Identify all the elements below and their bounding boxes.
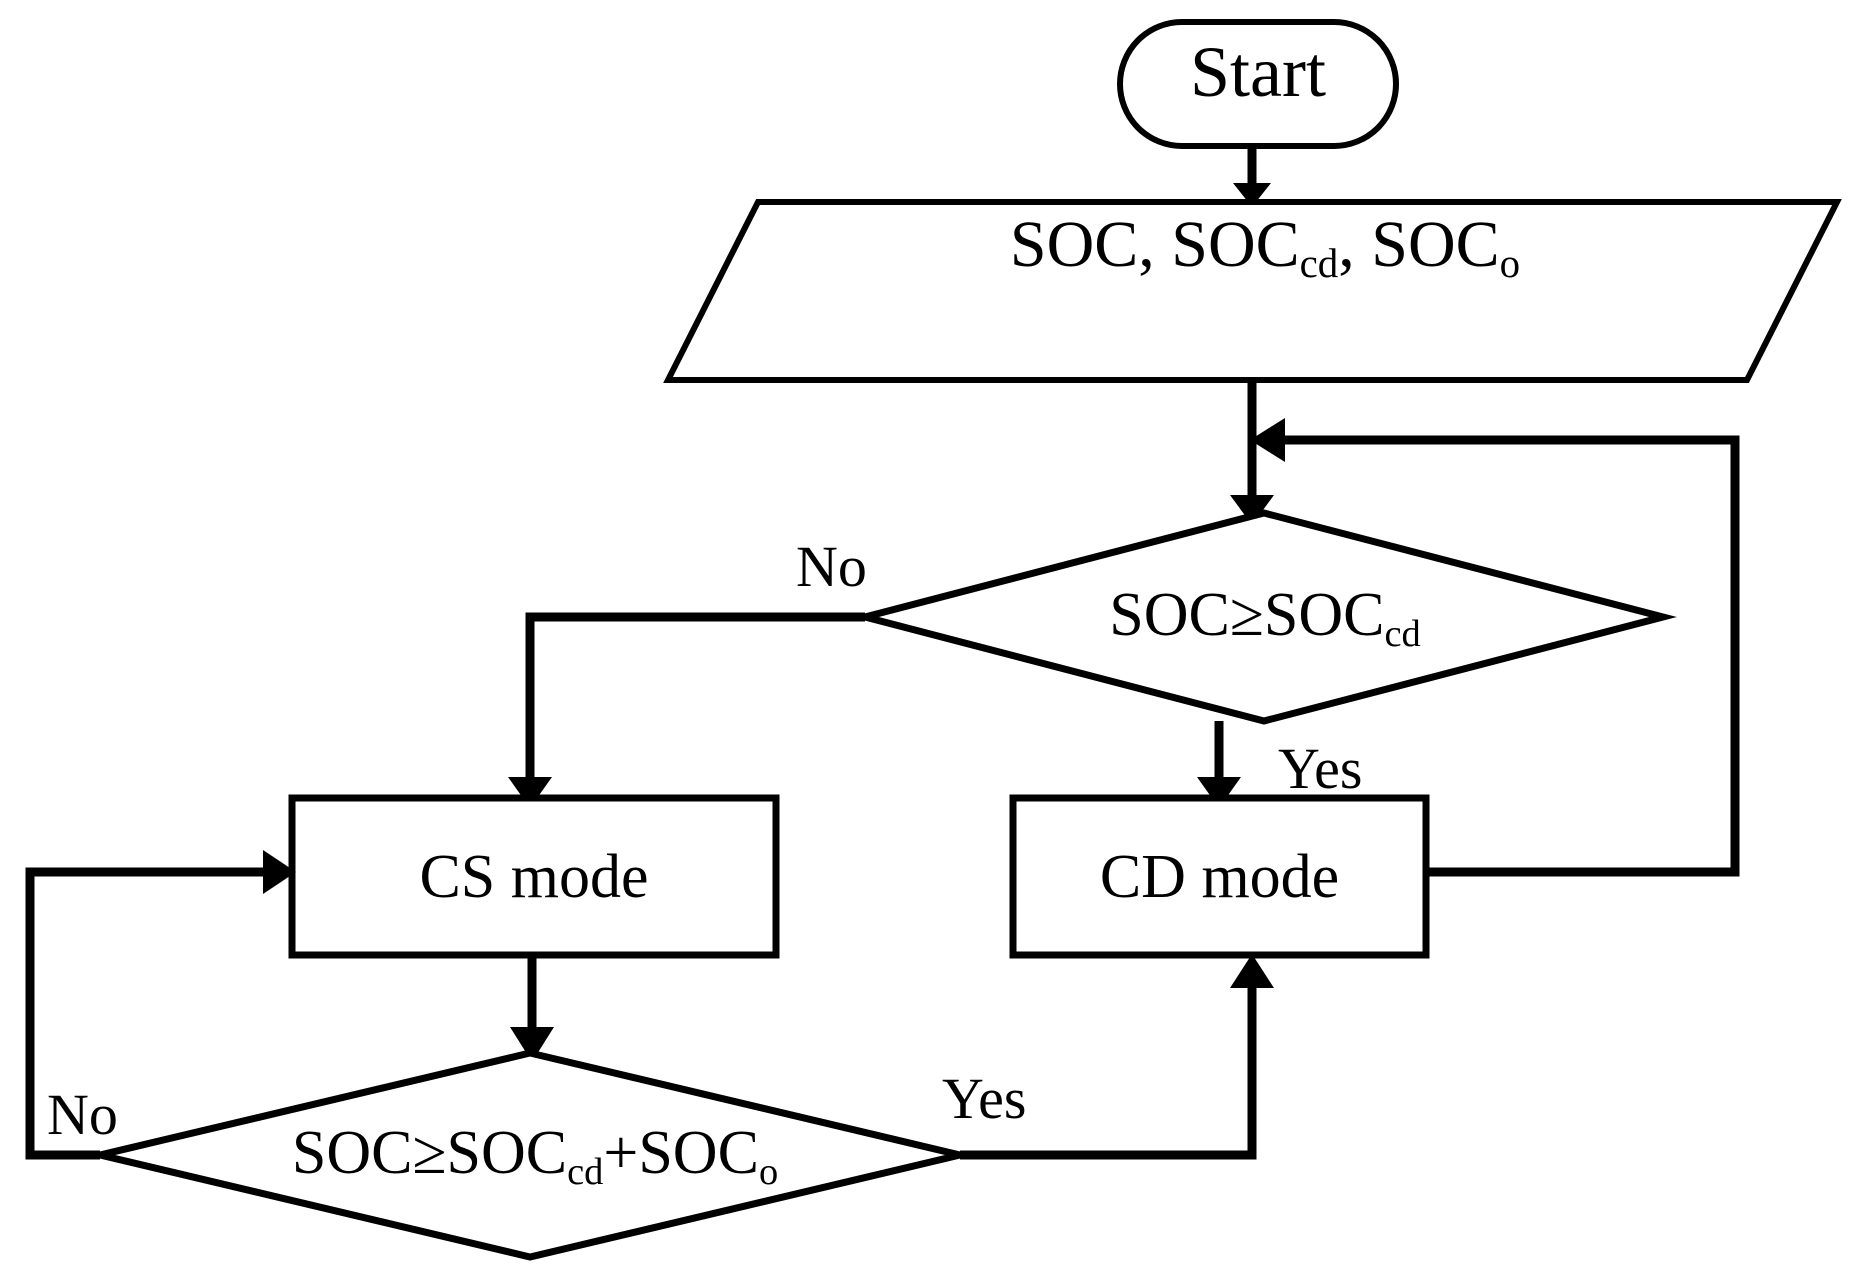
edge-csmode-to-decision2	[510, 955, 554, 1062]
edge-label-decision1-no: No	[796, 534, 867, 599]
edge-cdmode-feedback	[1250, 418, 1740, 877]
decision1-node-shape	[851, 509, 1677, 725]
edge-decision2-no	[25, 850, 296, 1160]
cs-mode-node-shape	[288, 794, 780, 959]
cd-mode-node-shape	[1009, 794, 1430, 959]
edge-start-to-input	[1233, 146, 1271, 207]
edge-label-decision2-yes: Yes	[942, 1066, 1027, 1131]
decision2-node-shape	[99, 1049, 961, 1261]
start-node-shape	[1117, 19, 1399, 149]
edge-label-decision2-no: No	[47, 1082, 118, 1147]
edge-decision1-no	[508, 612, 865, 808]
edge-decision2-yes	[960, 954, 1274, 1160]
edge-label-decision1-yes: Yes	[1278, 736, 1363, 801]
edge-input-to-decision1	[1230, 380, 1274, 525]
input-node-shape	[663, 199, 1842, 383]
edge-decision1-yes	[1197, 721, 1241, 808]
